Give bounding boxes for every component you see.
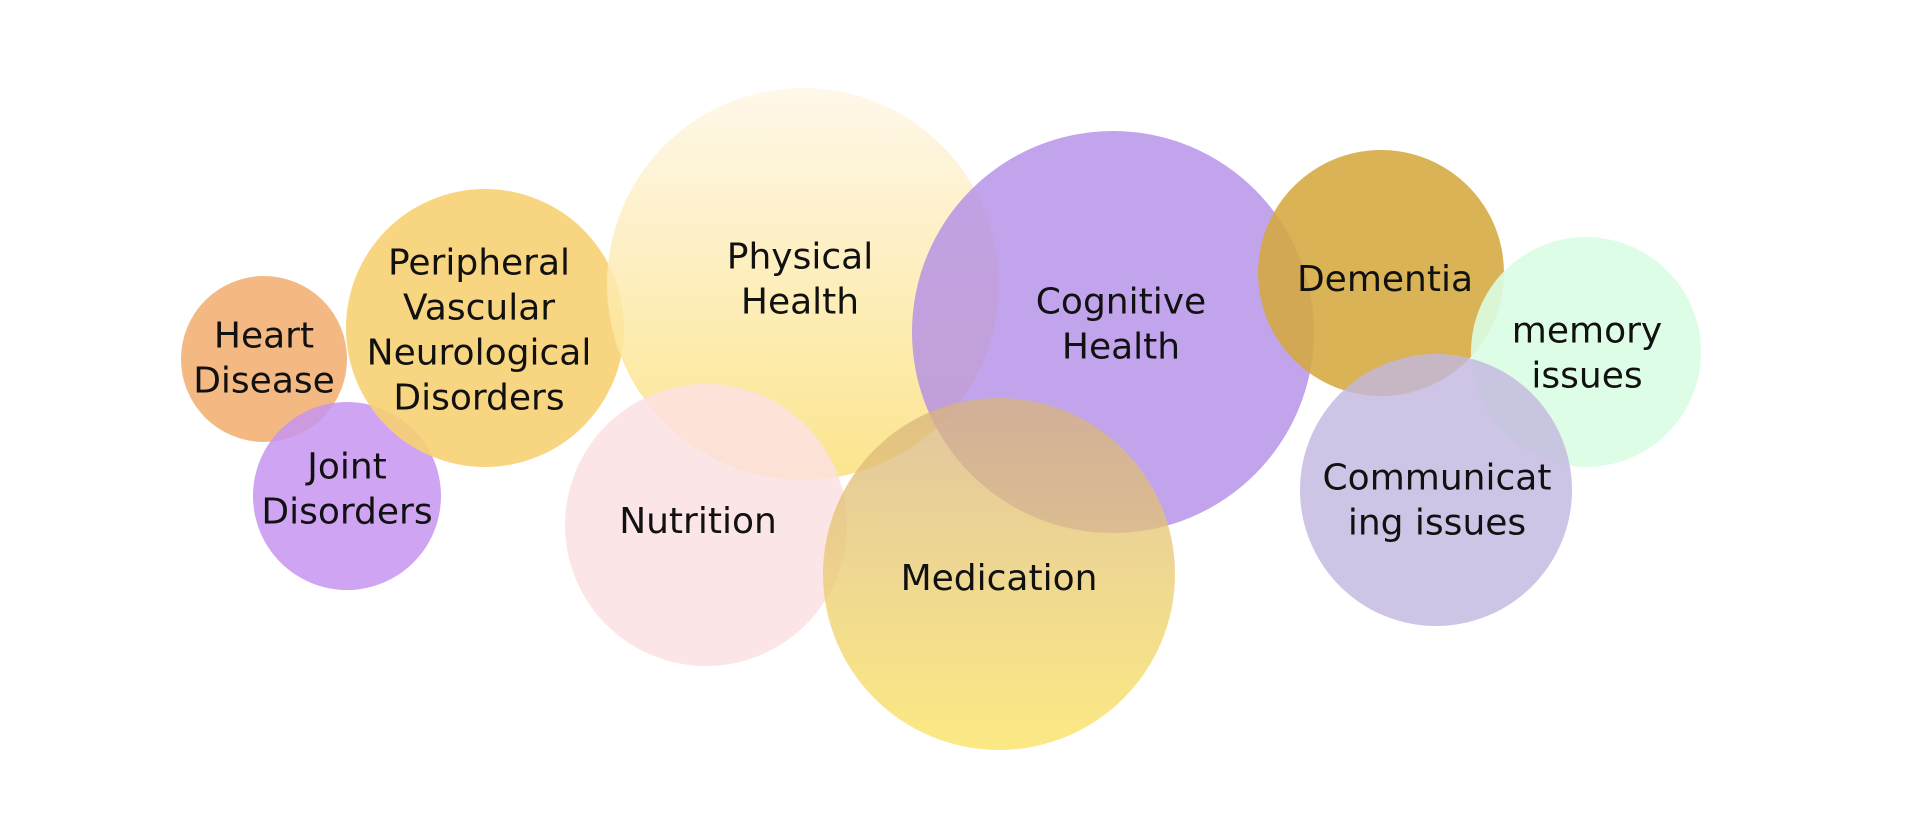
bubble-peripheral-vascular-neurological-disorders [346, 189, 624, 467]
bubble-label-line: Peripheral [388, 243, 570, 284]
bubble-label-line: Heart [214, 316, 314, 357]
bubble-label-line: Disease [193, 361, 335, 402]
bubble-label-medication: Medication [901, 558, 1098, 599]
bubble-label-nutrition: Nutrition [619, 501, 777, 542]
bubble-label-line: Physical [727, 237, 873, 278]
bubble-label-line: Vascular [403, 288, 555, 329]
bubble-label-line: Medication [901, 558, 1098, 599]
bubble-heart-disease [181, 276, 347, 442]
bubble-label-line: issues [1531, 356, 1642, 397]
bubble-medication [823, 398, 1175, 750]
bubble-circles [181, 88, 1701, 750]
bubble-label-line: Dementia [1297, 259, 1473, 300]
bubble-label-line: ing issues [1348, 503, 1526, 544]
bubble-label-line: Joint [305, 447, 387, 488]
bubble-label-line: Health [1062, 327, 1180, 368]
bubble-label-line: Health [741, 282, 859, 323]
bubble-label-line: memory [1512, 311, 1662, 352]
bubble-label-line: Neurological [367, 333, 592, 374]
bubble-label-line: Disorders [261, 492, 432, 533]
bubble-joint-disorders [253, 402, 441, 590]
bubble-label-line: Disorders [393, 378, 564, 419]
bubble-dementia [1258, 150, 1504, 396]
bubble-communicating-issues [1300, 354, 1572, 626]
bubble-label-line: Nutrition [619, 501, 777, 542]
bubble-nutrition [565, 384, 847, 666]
bubble-label-line: Cognitive [1036, 282, 1206, 323]
bubble-label-line: Communicat [1323, 458, 1552, 499]
bubble-physical-health [607, 88, 999, 480]
bubble-label-dementia: Dementia [1297, 259, 1473, 300]
